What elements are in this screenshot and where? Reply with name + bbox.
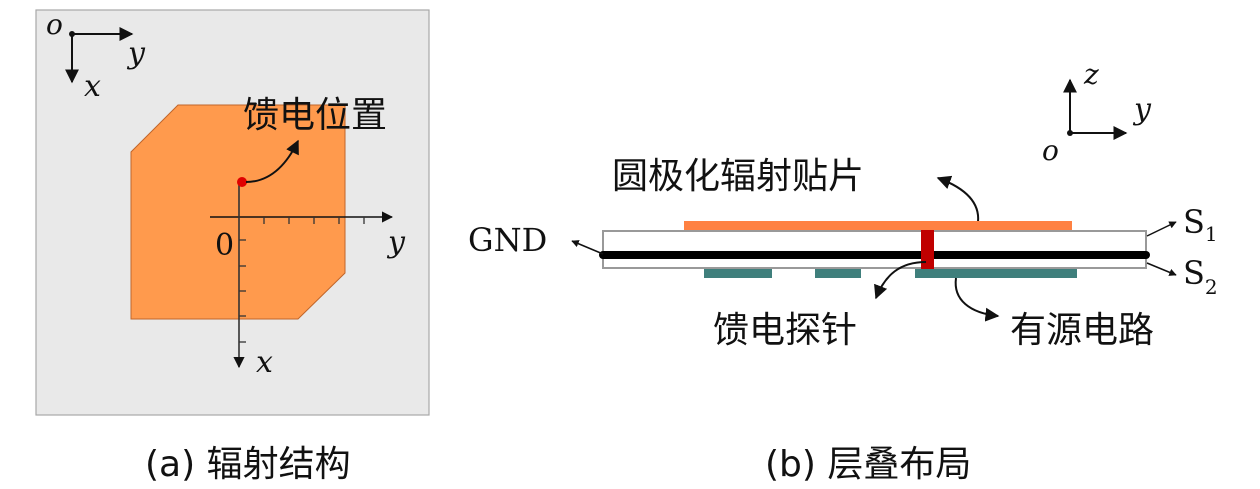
gnd-arrow [571, 240, 604, 255]
radiating-patch [130, 104, 346, 320]
feed-position-label: 馈电位置 [243, 95, 387, 136]
zero-label: 0 [215, 228, 234, 263]
s1-label: S1 [1183, 203, 1218, 246]
feed-arrow [245, 139, 299, 183]
local-axes: 0 y x [210, 184, 406, 380]
x-axis-ticks [239, 239, 246, 343]
circuit-trace-2 [815, 269, 861, 278]
s2-arrow [1146, 262, 1177, 276]
s1-arrow [1146, 221, 1177, 237]
panel-b-stack-layout: z y o 圆极化辐射贴片 GND S1 S2 馈电探针 有源电路 [468, 58, 1218, 351]
y-label: y [1132, 92, 1152, 127]
substrate-stack [602, 230, 1147, 269]
local-y-label: y [386, 225, 406, 260]
feed-probe [921, 230, 934, 270]
corner-origin-label: o [46, 8, 63, 41]
circuit-trace-1 [704, 269, 772, 278]
z-label: z [1083, 58, 1099, 91]
stack-origin-label: o [1042, 134, 1059, 167]
cp-radiating-patch [684, 221, 1072, 230]
stack-axes: z y o [1042, 58, 1152, 167]
circuit-trace-3 [915, 269, 1077, 278]
patch-arrow [936, 175, 980, 223]
feed-point [237, 177, 247, 187]
probe-arrow [874, 261, 927, 300]
local-x-label: x [256, 345, 273, 380]
corner-y-label: y [126, 36, 146, 71]
y-axis-ticks [263, 217, 365, 224]
panel-a-radiation-structure: o y x 0 y x [35, 8, 430, 416]
corner-axes: o y x [46, 8, 146, 104]
corner-x-label: x [84, 69, 101, 104]
caption-b: (b) 层叠布局 [765, 444, 971, 485]
feed-probe-label: 馈电探针 [713, 310, 857, 351]
circuit-arrow [954, 277, 1000, 322]
gnd-label: GND [468, 221, 547, 259]
active-circuit-label: 有源电路 [1010, 310, 1154, 351]
caption-a: (a) 辐射结构 [145, 444, 351, 485]
s2-label: S2 [1183, 254, 1218, 299]
cp-patch-label: 圆极化辐射贴片 [612, 156, 864, 197]
